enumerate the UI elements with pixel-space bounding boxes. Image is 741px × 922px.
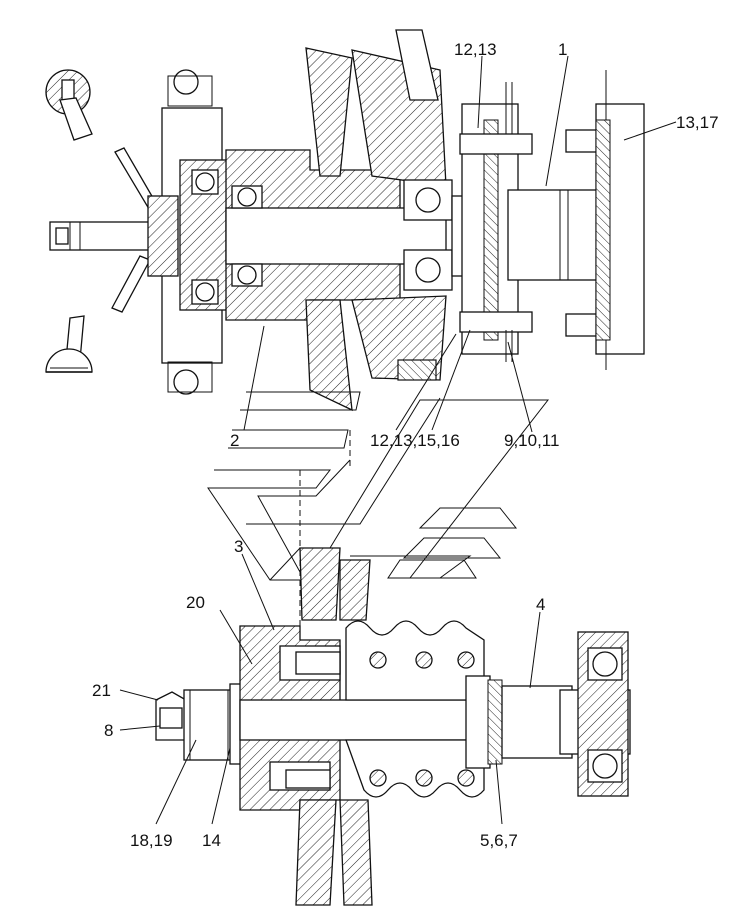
pulley-left — [305, 47, 353, 177]
callout-14: 14 — [202, 831, 221, 850]
callout-labels: 12,13 1 13,17 2 12,13,15,16 9,10,11 3 20… — [92, 40, 719, 850]
callout-4: 4 — [536, 595, 545, 614]
shaft-end — [49, 221, 166, 251]
callout-9-10-11: 9,10,11 — [504, 431, 559, 450]
callout-2: 2 — [230, 431, 239, 450]
handle-bottom — [45, 315, 93, 373]
callout-12-13-15-16: 12,13,15,16 — [370, 431, 460, 450]
pulley-lower-left — [295, 799, 337, 906]
upper-assembly — [45, 29, 645, 412]
leader-lines — [119, 55, 677, 825]
lever-lower — [111, 255, 151, 313]
callout-20: 20 — [186, 593, 205, 612]
belt-paths — [207, 391, 550, 632]
callout-3: 3 — [234, 537, 243, 556]
callout-13-17: 13,17 — [676, 113, 719, 132]
callout-18-19: 18,19 — [130, 831, 173, 850]
lower-assembly — [155, 547, 631, 906]
bellows-lower — [345, 739, 485, 798]
callout-1: 1 — [558, 40, 567, 59]
callout-5-6-7: 5,6,7 — [480, 831, 518, 850]
callout-12-13: 12,13 — [454, 40, 497, 59]
lower-shaft — [239, 699, 471, 741]
handle-top — [45, 69, 93, 141]
callout-21: 21 — [92, 681, 111, 700]
bellows-upper — [345, 620, 485, 701]
callout-8: 8 — [104, 721, 113, 740]
